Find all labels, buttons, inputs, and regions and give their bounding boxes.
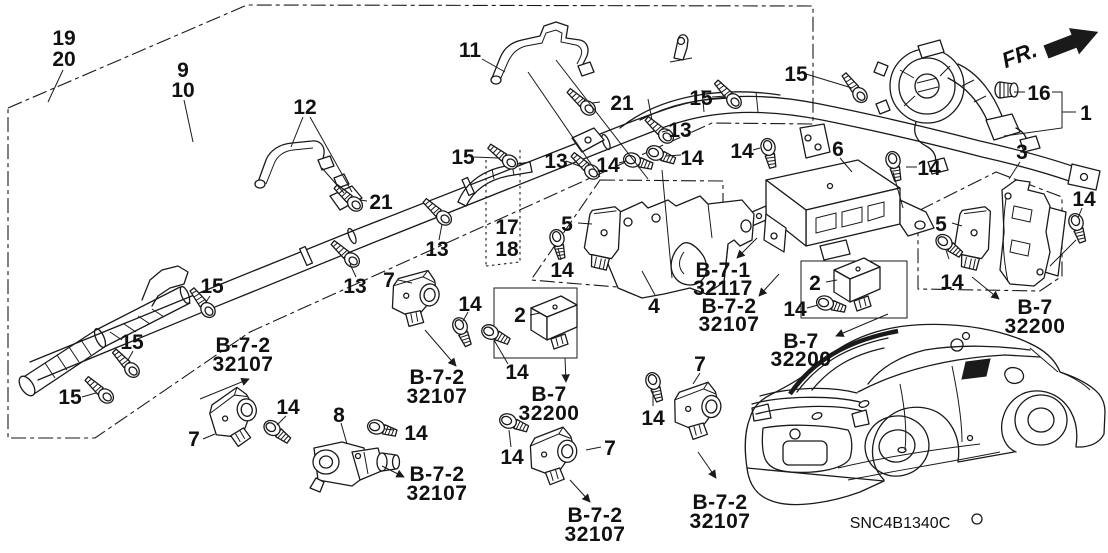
callout-14: 14 (680, 147, 704, 170)
car-outline (744, 323, 1106, 525)
diagram-code: SNC4B1340C (850, 515, 951, 532)
ref-b72: B-7-2 (409, 463, 464, 486)
callout-15: 15 (784, 63, 808, 86)
ref-32107: 32107 (407, 385, 468, 408)
callout-14: 14 (940, 271, 964, 294)
ref-b72: B-7-2 (409, 366, 464, 389)
ref-32107: 32107 (407, 482, 468, 505)
callout-14: 14 (276, 396, 300, 419)
grommet-16 (994, 81, 1019, 99)
sensor-2-center (530, 295, 578, 350)
callout-15: 15 (58, 386, 82, 409)
callout-6: 6 (832, 138, 844, 161)
bracket-12 (254, 140, 335, 189)
callout-labels: 19 20 9 10 12 11 21 21 15 15 15 15 15 15… (52, 27, 1096, 469)
fr-direction-arrow: FR. (998, 28, 1099, 73)
callout-21: 21 (610, 92, 634, 115)
callout-9: 9 (177, 59, 189, 82)
callout-7: 7 (604, 437, 616, 460)
bracket-17-18 (457, 161, 533, 207)
callout-14: 14 (730, 140, 754, 163)
ref-code-labels: B-7-2 32107 B-7-2 32107 B-7-2 32107 B-7 … (213, 259, 1066, 546)
ref-arrows (199, 237, 1000, 503)
fr-label: FR. (998, 37, 1040, 73)
bracket-11 (490, 21, 595, 85)
callout-14: 14 (917, 157, 941, 180)
ref-32200: 32200 (771, 348, 832, 371)
phantom-outline-roof-area (7, 4, 1063, 439)
callout-15: 15 (200, 275, 224, 298)
ref-32107: 32107 (699, 313, 760, 336)
callout-16: 16 (1027, 82, 1050, 105)
callout-14: 14 (783, 298, 807, 321)
callout-15: 15 (451, 146, 475, 169)
callout-15: 15 (689, 87, 713, 110)
callout-14: 14 (1072, 188, 1096, 211)
leader-lines (47, 58, 1083, 451)
callout-19: 19 (52, 27, 75, 50)
ref-32117: 32117 (693, 277, 753, 300)
callout-5: 5 (561, 213, 573, 236)
bracket-3 (999, 179, 1067, 287)
callout-14: 14 (505, 361, 529, 384)
callout-1: 1 (1080, 102, 1092, 125)
callout-13: 13 (668, 119, 691, 142)
ref-b7: B-7 (531, 383, 566, 406)
ref-32200: 32200 (519, 402, 580, 425)
callout-13: 13 (425, 238, 448, 261)
callout-14: 14 (458, 293, 482, 316)
sensor-5-right (951, 203, 994, 272)
callout-8: 8 (333, 404, 345, 427)
callout-12: 12 (293, 96, 316, 119)
sensor-7-right (671, 379, 724, 442)
callout-15: 15 (120, 331, 144, 354)
ref-32107: 32107 (690, 510, 751, 533)
callout-7: 7 (694, 353, 706, 376)
hanger-clip (669, 34, 693, 63)
callout-7: 7 (188, 428, 200, 451)
sensor-2-right (833, 257, 881, 312)
callout-20: 20 (52, 48, 75, 71)
callout-4: 4 (648, 295, 660, 318)
part-8 (309, 441, 401, 493)
callout-14: 14 (404, 422, 428, 445)
callout-11: 11 (459, 39, 482, 62)
fr-arrow-icon (1043, 28, 1099, 59)
callout-17: 17 (495, 216, 518, 239)
callout-14: 14 (596, 154, 620, 177)
ref-32107: 32107 (213, 353, 274, 376)
callout-14: 14 (641, 407, 665, 430)
ref-b72: B-7-2 (692, 491, 747, 514)
ref-32107: 32107 (565, 523, 626, 546)
sensor-7-upper (387, 265, 443, 331)
cable-reel (873, 39, 1041, 175)
callout-2: 2 (809, 272, 821, 295)
callout-13: 13 (544, 150, 567, 173)
callout-5: 5 (935, 213, 947, 236)
ref-b72: B-7-2 (701, 295, 756, 318)
ref-32200: 32200 (1005, 315, 1066, 338)
callout-3: 3 (1016, 141, 1028, 164)
callout-21: 21 (369, 191, 393, 214)
callout-7: 7 (383, 269, 395, 292)
callout-14: 14 (550, 259, 574, 282)
sensor-7-center (528, 425, 579, 487)
srs-unit (751, 159, 935, 261)
ref-b72: B-7-2 (567, 504, 622, 527)
callout-10: 10 (171, 79, 194, 102)
callout-14: 14 (500, 446, 524, 469)
ref-b71: B-7-1 (695, 259, 750, 282)
ref-b72: B-7-2 (215, 334, 270, 357)
callout-13: 13 (343, 275, 366, 298)
ref-b7: B-7 (1017, 296, 1052, 319)
sensor-7-lower-left (204, 383, 264, 452)
callout-2: 2 (514, 304, 526, 327)
ref-b7: B-7 (783, 330, 818, 353)
callout-18: 18 (495, 238, 519, 261)
